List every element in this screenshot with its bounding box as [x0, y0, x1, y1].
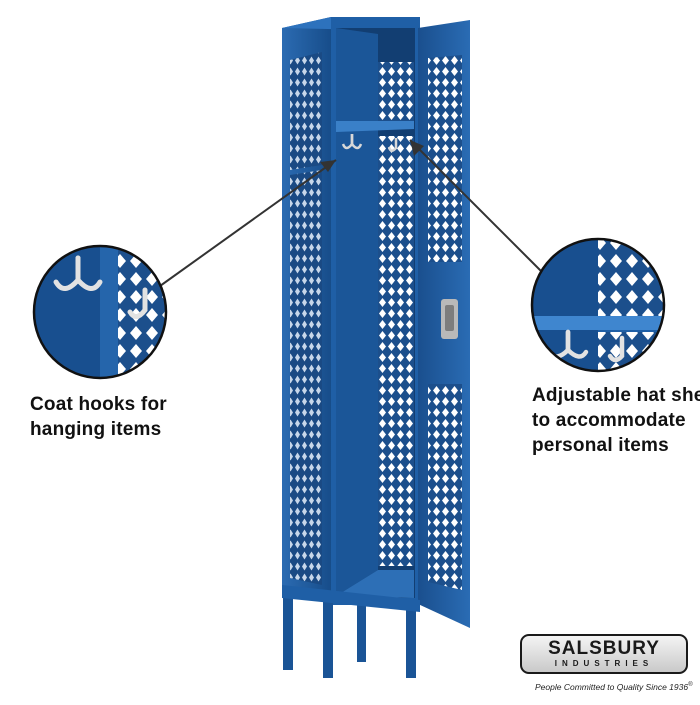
pointer-arrow-right — [410, 140, 424, 156]
logo-subtitle: INDUSTRIES — [554, 659, 654, 668]
caption-coat-hooks: Coat hooks for hanging items — [30, 392, 167, 442]
caption-line: Coat hooks for — [30, 394, 167, 415]
caption-line: personal items — [532, 435, 669, 456]
pointer-arrow-left — [320, 160, 336, 172]
logo-badge — [520, 634, 688, 674]
registered-mark: ® — [688, 682, 693, 689]
tagline-text: People Committed to Quality Since 1936 — [535, 682, 689, 692]
locker-frame — [331, 17, 420, 605]
coat-hooks — [341, 134, 398, 152]
caption-hat-shelf: Adjustable hat shelf to accommodate pers… — [532, 383, 700, 458]
zoom-circle-coat-hooks — [32, 244, 168, 380]
hat-shelf — [336, 121, 414, 132]
salsbury-logo: SALSBURY INDUSTRIES — [520, 634, 690, 676]
caption-line: Adjustable hat shelf — [532, 385, 700, 406]
caption-line: to accommodate — [532, 410, 686, 431]
pointer-line-right — [409, 139, 543, 273]
pointer-line-left — [159, 159, 337, 287]
locker-legs — [282, 585, 420, 678]
zoom-circle-hat-shelf — [530, 237, 666, 373]
tagline: People Committed to Quality Since 1936® — [535, 682, 700, 692]
locker-side-panel — [282, 17, 331, 600]
locker-door — [418, 20, 470, 628]
caption-line: hanging items — [30, 419, 162, 440]
logo-name: SALSBURY — [548, 638, 660, 659]
